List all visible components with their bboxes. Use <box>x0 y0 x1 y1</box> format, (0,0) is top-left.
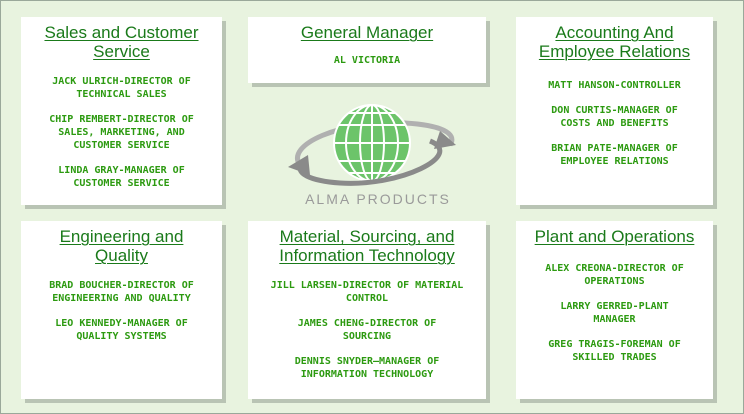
entry-brian-pate: BRIAN PATE-MANAGER OF EMPLOYEE RELATIONS <box>551 143 678 167</box>
card-sales-and-customer-service: Sales and Customer Service JACK ULRICH-D… <box>21 17 222 205</box>
globe-with-orbit-arrows-icon <box>288 104 456 186</box>
entry-jill-larsen: JILL LARSEN-DIRECTOR OF MATERIAL CONTROL <box>270 280 464 304</box>
entry-linda-gray: LINDA GRAY-MANAGER OF CUSTOMER SERVICE <box>58 165 185 189</box>
entry-james-cheng: JAMES CHENG-DIRECTOR OF SOURCING <box>297 318 437 342</box>
card-engineering-and-quality: Engineering and Quality BRAD BOUCHER-DIR… <box>21 221 222 399</box>
entry-jack-ulrich: JACK ULRICH-DIRECTOR OF TECHNICAL SALES <box>52 76 191 100</box>
card-plant-and-operations: Plant and Operations ALEX CREONA-DIRECTO… <box>516 221 713 399</box>
card-title-material-sourcing-and-it[interactable]: Material, Sourcing, and Information Tech… <box>279 227 455 265</box>
card-material-sourcing-and-it: Material, Sourcing, and Information Tech… <box>248 221 486 399</box>
card-title-engineering-and-quality[interactable]: Engineering and Quality <box>59 227 184 265</box>
card-title-general-manager[interactable]: General Manager <box>300 23 434 42</box>
entry-alex-creona: ALEX CREONA-DIRECTOR OF OPERATIONS <box>545 263 684 287</box>
card-title-accounting-and-employee-relations[interactable]: Accounting And Employee Relations <box>538 23 691 61</box>
logo-text: ALMA PRODUCTS <box>305 191 451 207</box>
entry-leo-kennedy: LEO KENNEDY-MANAGER OF QUALITY SYSTEMS <box>55 318 188 342</box>
alma-products-logo: ALMA PRODUCTS <box>280 95 465 211</box>
entry-don-curtis: DON CURTIS-MANAGER OF COSTS AND BENEFITS <box>551 105 678 129</box>
entry-dennis-snyder: DENNIS SNYDER—MANAGER OF INFORMATION TEC… <box>294 356 440 380</box>
card-title-sales-and-customer-service[interactable]: Sales and Customer Service <box>44 23 199 61</box>
card-accounting-and-employee-relations: Accounting And Employee Relations MATT H… <box>516 17 713 205</box>
entry-matt-hanson: MATT HANSON-CONTROLLER <box>548 80 681 91</box>
entry-chip-rembert: CHIP REMBERT-DIRECTOR OF SALES, MARKETIN… <box>49 114 194 151</box>
entry-al-victoria: AL VICTORIA <box>333 55 401 66</box>
card-general-manager: General Manager AL VICTORIA <box>248 17 486 83</box>
card-title-plant-and-operations[interactable]: Plant and Operations <box>534 227 695 246</box>
entry-brad-boucher: BRAD BOUCHER-DIRECTOR OF ENGINEERING AND… <box>49 280 194 304</box>
entry-greg-tragis: GREG TRAGIS-FOREMAN OF SKILLED TRADES <box>548 339 681 363</box>
entry-larry-gerred: LARRY GERRED-PLANT MANAGER <box>560 301 669 325</box>
